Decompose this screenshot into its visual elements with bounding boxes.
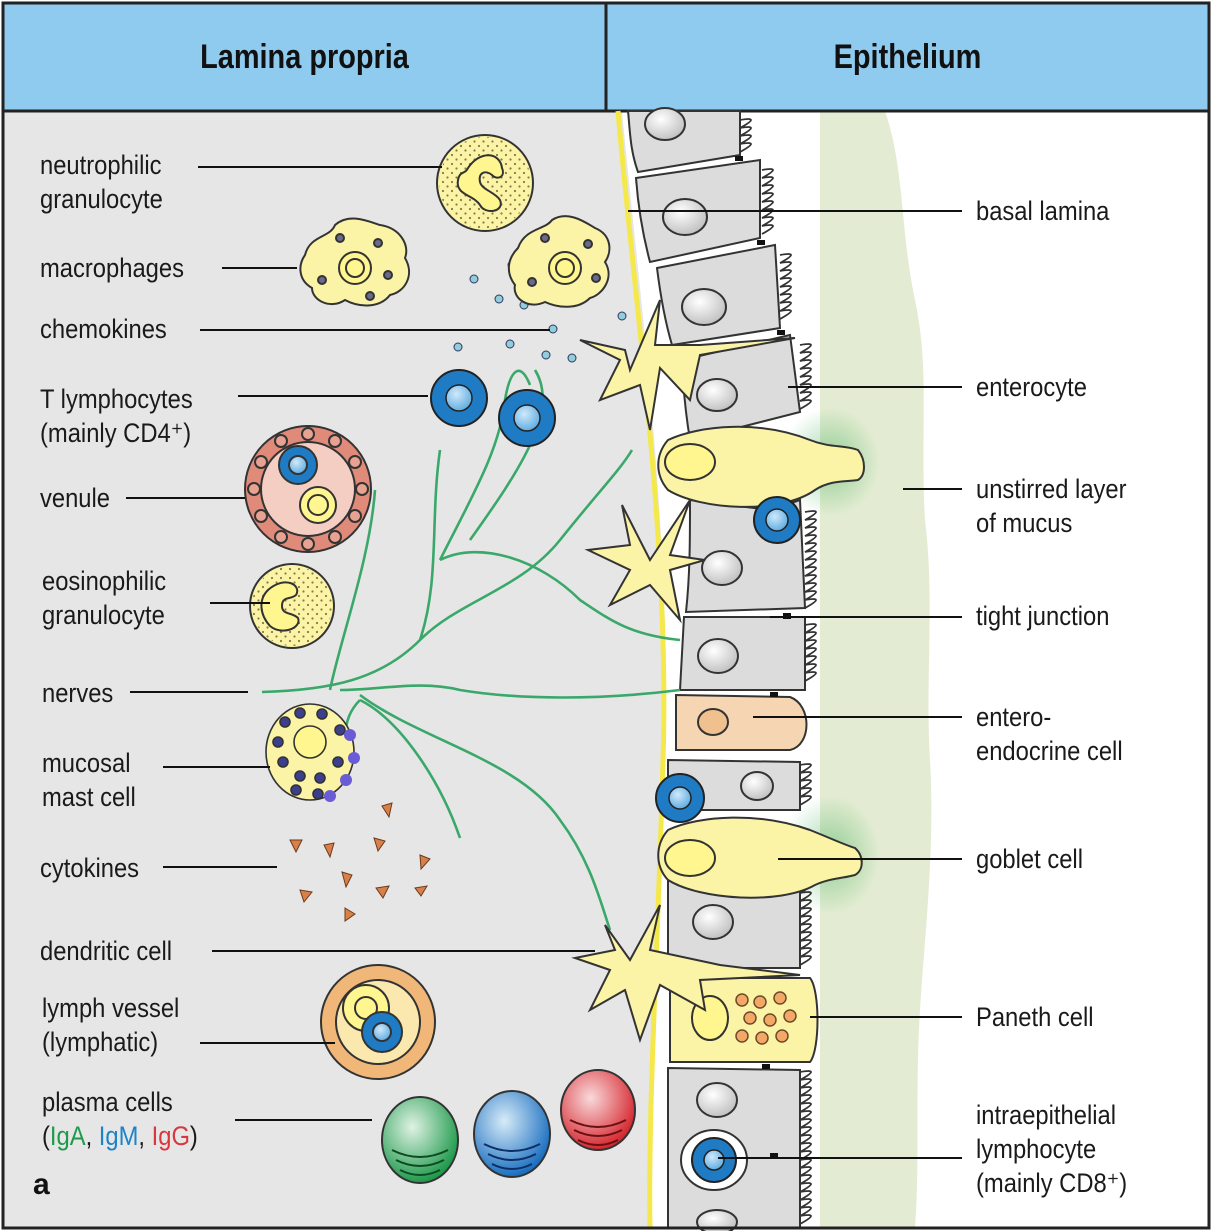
neutrophil-cell (437, 135, 533, 231)
label-line-immunoglobulins: (IgA, IgM, IgG) (42, 1119, 198, 1153)
label-dendritic-cell: dendritic cell (40, 934, 172, 968)
panel-letter: a (33, 1168, 50, 1202)
label-goblet-cell: goblet cell (976, 842, 1083, 876)
label-enteroendocrine-cell: entero- endocrine cell (976, 700, 1123, 768)
paren-close: ) (190, 1121, 198, 1151)
label-line: (lymphatic) (42, 1025, 179, 1059)
label-line: (mainly CD4⁺) (40, 416, 193, 450)
label-lymph-vessel: lymph vessel (lymphatic) (42, 991, 179, 1059)
label-plasma-cells: plasma cells (IgA, IgM, IgG) (42, 1085, 198, 1153)
label-line: granulocyte (40, 182, 163, 216)
label-neutrophilic-granulocyte: neutrophilic granulocyte (40, 148, 163, 216)
label-eosinophilic-granulocyte: eosinophilic granulocyte (42, 564, 166, 632)
label-mucosal-mast-cell: mucosal mast cell (42, 746, 136, 814)
label-cytokines: cytokines (40, 851, 139, 885)
label-line: mucosal (42, 746, 136, 780)
label-nerves: nerves (42, 676, 113, 710)
label-chemokines: chemokines (40, 312, 167, 346)
label-t-lymphocytes: T lymphocytes (mainly CD4⁺) (40, 382, 193, 450)
venule (245, 426, 371, 552)
label-line: T lymphocytes (40, 382, 193, 416)
label-paneth-cell: Paneth cell (976, 1000, 1094, 1034)
label-line: intraepithelial (976, 1098, 1127, 1132)
separator: , (86, 1121, 99, 1151)
label-line: endocrine cell (976, 734, 1123, 768)
label-line: granulocyte (42, 598, 166, 632)
label-unstirred-mucus: unstirred layer of mucus (976, 472, 1127, 540)
label-line: lymph vessel (42, 991, 179, 1025)
label-venule: venule (40, 481, 110, 515)
label-line: of mucus (976, 506, 1127, 540)
label-enterocyte: enterocyte (976, 370, 1087, 404)
label-line: plasma cells (42, 1085, 198, 1119)
label-intraepithelial-lymphocyte: intraepithelial lymphocyte (mainly CD8⁺) (976, 1098, 1127, 1200)
separator: , (138, 1121, 151, 1151)
label-line: lymphocyte (976, 1132, 1127, 1166)
label-basal-lamina: basal lamina (976, 194, 1109, 228)
header-lamina-propria: Lamina propria (48, 3, 561, 111)
goblet-nucleus (665, 444, 715, 480)
paren-open: ( (42, 1121, 50, 1151)
goblet-nucleus (665, 840, 715, 876)
label-line: eosinophilic (42, 564, 166, 598)
label-igg: IgG (152, 1121, 190, 1151)
eosinophil-cell (250, 564, 334, 648)
lymph-vessel (321, 965, 435, 1079)
label-line: mast cell (42, 780, 136, 814)
label-macrophages: macrophages (40, 251, 184, 285)
label-line: unstirred layer (976, 472, 1127, 506)
label-line: neutrophilic (40, 148, 163, 182)
label-iga: IgA (50, 1121, 86, 1151)
header-epithelium: Epithelium (651, 3, 1164, 111)
label-line: (mainly CD8⁺) (976, 1166, 1127, 1200)
label-line: entero- (976, 700, 1123, 734)
label-igm: IgM (99, 1121, 139, 1151)
label-tight-junction: tight junction (976, 599, 1109, 633)
